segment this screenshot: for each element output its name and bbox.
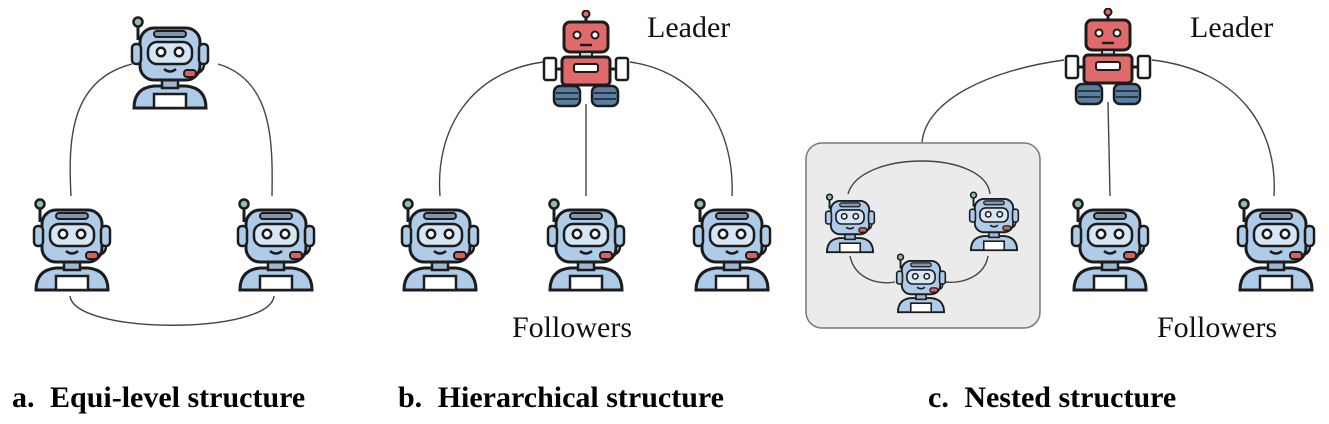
- nested-link-right: [944, 255, 989, 283]
- panel-c-nested: Leader Followers c. Nested structure: [805, 8, 1316, 414]
- panel-a-equi-level: a. Equi-level structure: [12, 16, 316, 414]
- panel-b-hierarchical: Leader Followers b. Hierarchical structu…: [398, 10, 772, 414]
- leader-label-b: Leader: [647, 11, 730, 44]
- agent-a-top-icon: [130, 16, 210, 110]
- followers-label-b: Followers: [512, 311, 632, 344]
- nested-agent-right-icon: [968, 191, 1020, 252]
- nested-link-top: [847, 160, 991, 195]
- link-leader-left: [438, 61, 544, 197]
- leader-label-c: Leader: [1190, 11, 1273, 44]
- caption-b-letter: b.: [398, 381, 422, 414]
- link-top-left: [69, 63, 133, 197]
- followers-label-c: Followers: [1157, 311, 1277, 344]
- nested-link-left: [849, 255, 896, 284]
- link-leader-nest: [921, 59, 1065, 144]
- link-top-right: [217, 63, 273, 197]
- caption-a-letter: a.: [12, 381, 35, 414]
- nested-agent-left-icon: [824, 193, 876, 254]
- follower-c-2-icon: [1236, 198, 1316, 292]
- nested-agent-bottom-icon: [895, 253, 947, 314]
- agent-a-left-icon: [32, 198, 112, 292]
- caption-c-text: Nested structure: [964, 381, 1176, 414]
- caption-c-letter: c.: [928, 381, 949, 414]
- caption-a: a. Equi-level structure: [12, 381, 305, 414]
- link-leader-follower-2: [1151, 59, 1275, 197]
- follower-c-1-icon: [1070, 198, 1150, 292]
- link-leader-follower-1: [1107, 101, 1111, 197]
- link-bottom: [69, 295, 275, 326]
- caption-b: b. Hierarchical structure: [398, 381, 724, 414]
- leader-b-icon: [542, 10, 630, 108]
- nested-group-box: [805, 142, 1041, 329]
- follower-b-2-icon: [546, 198, 626, 292]
- follower-b-1-icon: [400, 198, 480, 292]
- link-leader-right: [629, 61, 733, 197]
- caption-b-text: Hierarchical structure: [438, 381, 724, 414]
- leader-c-icon: [1064, 8, 1152, 106]
- agent-a-right-icon: [236, 198, 316, 292]
- caption-a-text: Equi-level structure: [50, 381, 305, 414]
- follower-b-3-icon: [692, 198, 772, 292]
- caption-c: c. Nested structure: [928, 381, 1176, 414]
